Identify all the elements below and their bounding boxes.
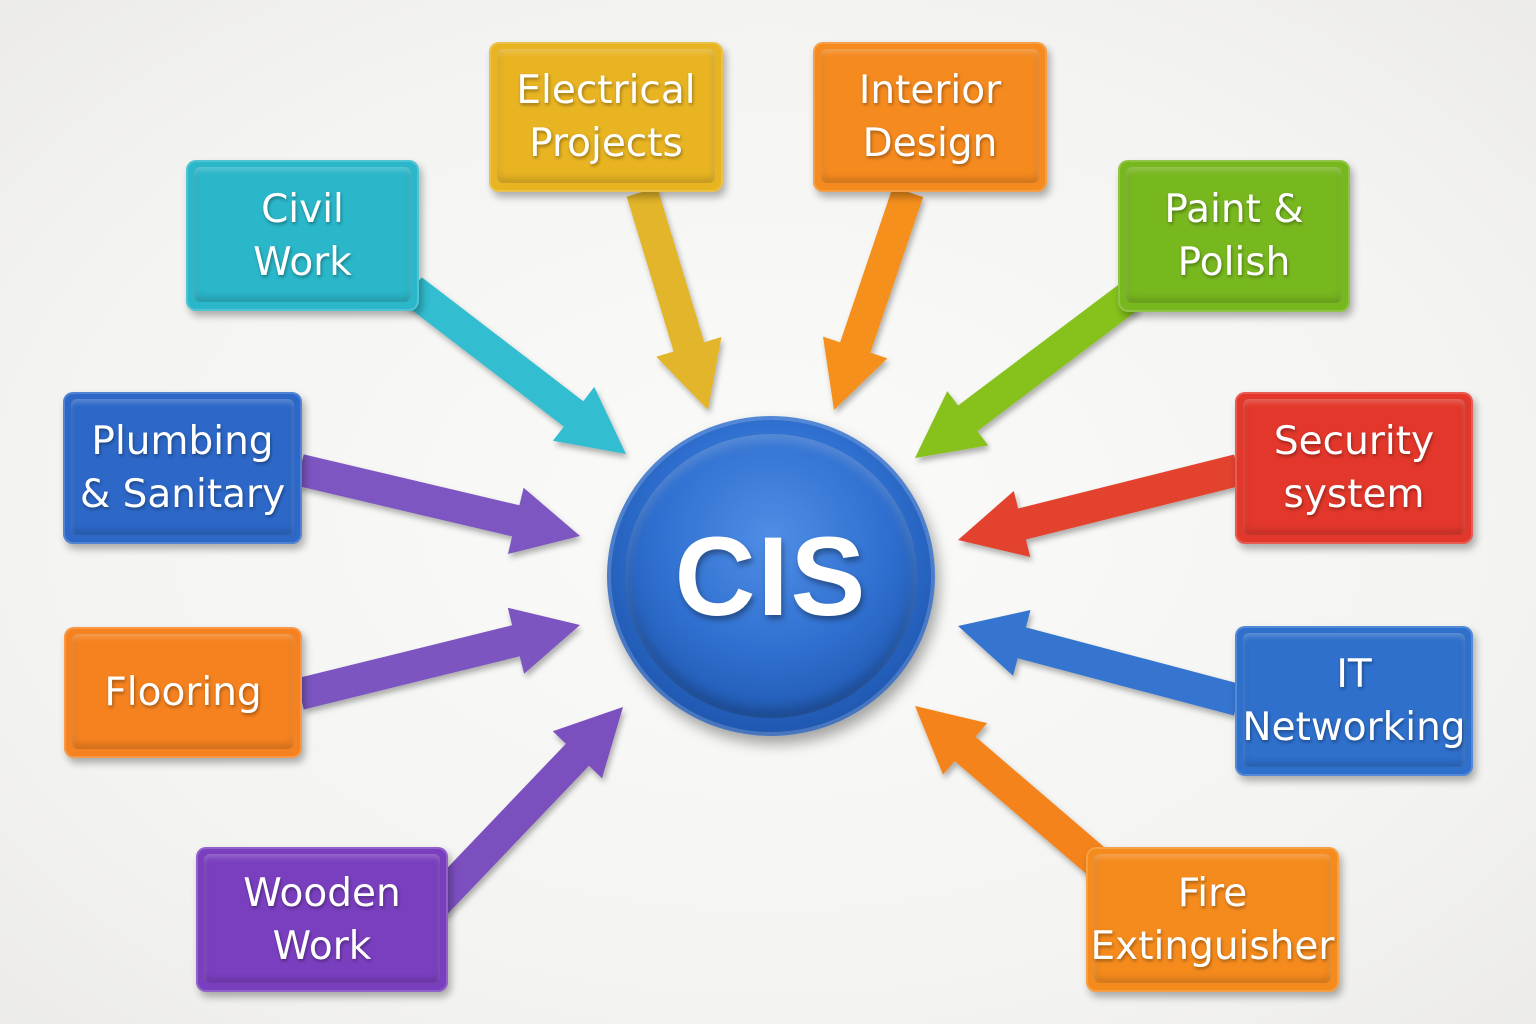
node-label-line: IT (1336, 652, 1372, 697)
arrow-wooden (422, 707, 623, 916)
node-fire-extinguisher: Fire Extinguisher (1086, 847, 1339, 992)
node-it-networking: IT Networking (1235, 626, 1473, 776)
center-hub-label: CIS (674, 513, 868, 639)
node-civil-work: Civil Work (186, 160, 419, 311)
node-label-line: Interior (858, 68, 1002, 113)
node-paint-polish: Paint & Polish (1118, 160, 1350, 312)
node-label-line: Electrical (516, 68, 696, 113)
node-wooden-work: Wooden Work (196, 847, 448, 992)
node-electrical-projects: Electrical Projects (489, 42, 723, 192)
node-security-system: Security system (1235, 392, 1473, 544)
arrow-it (958, 610, 1243, 716)
node-label-line: Work (272, 923, 372, 969)
arrow-paint (915, 283, 1140, 458)
arrow-elec (626, 187, 722, 410)
node-label-line: & Sanitary (79, 472, 286, 517)
center-hub-circle: CIS (607, 416, 935, 736)
arrow-plumbing (296, 454, 580, 554)
node-label-line: Projects (529, 121, 683, 166)
node-label-line: Civil (261, 186, 344, 232)
node-label-line: Extinguisher (1090, 923, 1335, 969)
node-label-line: Security (1273, 419, 1435, 464)
node-label-line: system (1283, 472, 1425, 517)
node-label-line: Wooden (243, 870, 401, 916)
node-label-line: Polish (1177, 240, 1291, 285)
node-label-line: Paint & (1164, 187, 1304, 232)
node-plumbing-sanitary: Plumbing & Sanitary (63, 392, 302, 544)
arrow-fire (915, 706, 1115, 881)
node-label-line: Plumbing (91, 419, 274, 464)
node-interior-design: Interior Design (813, 42, 1047, 192)
arrow-security (958, 454, 1242, 557)
node-label-line: Flooring (104, 670, 262, 715)
node-label-line: Design (862, 121, 998, 166)
arrow-flooring (296, 607, 580, 710)
node-label-line: Networking (1242, 705, 1466, 750)
node-label-line: Fire (1177, 870, 1248, 916)
arrow-interior (823, 186, 924, 410)
arrow-civil (402, 277, 626, 454)
node-flooring: Flooring (64, 627, 302, 758)
node-label-line: Work (253, 239, 352, 285)
